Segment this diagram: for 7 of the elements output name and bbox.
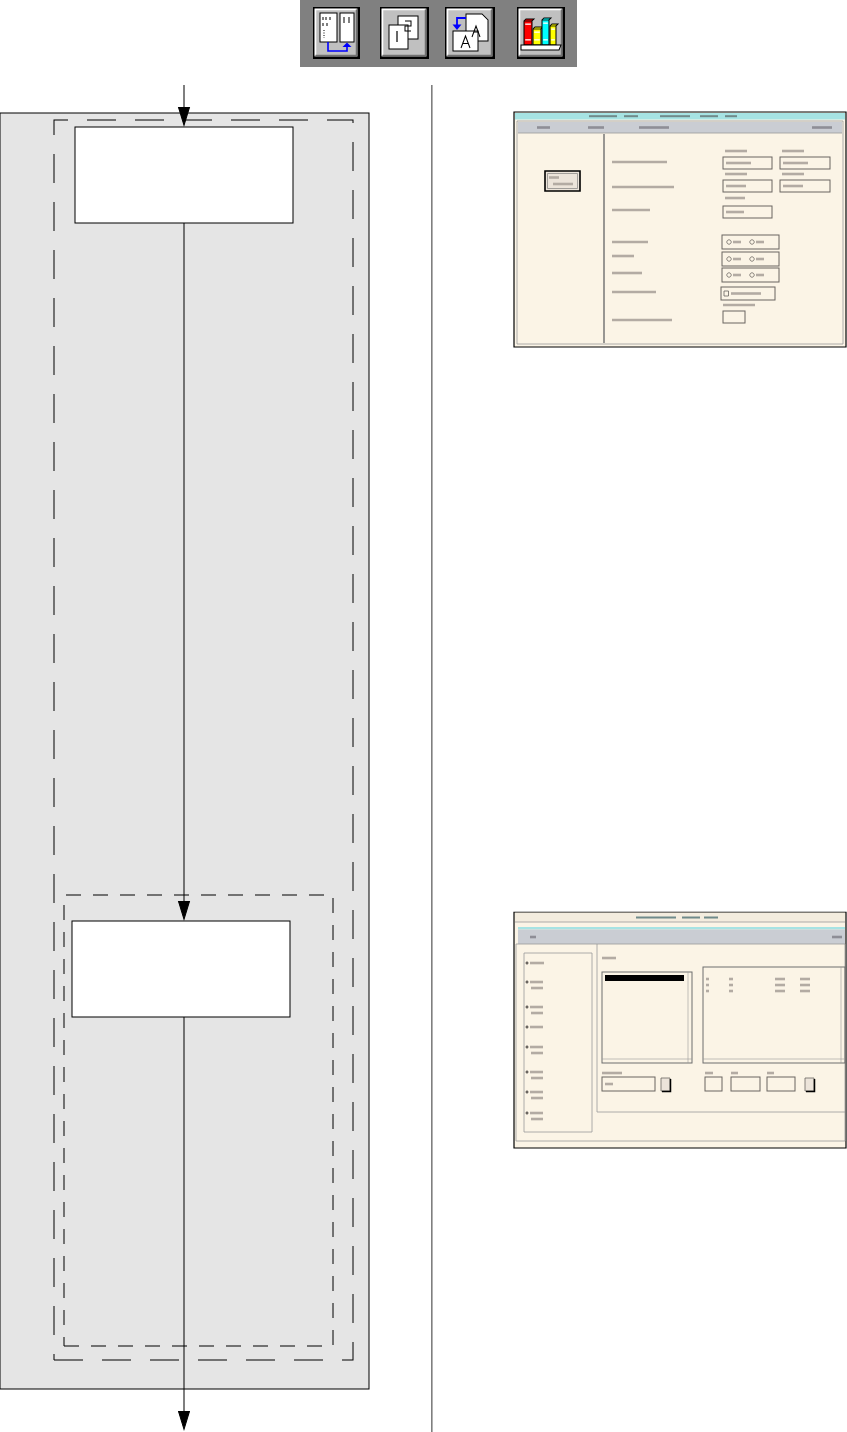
arrow: [178, 222, 190, 920]
process-box: [71, 920, 291, 1018]
dashed-frame: [53, 119, 354, 1361]
arrow: [178, 84, 190, 126]
dashed-frame: [63, 894, 334, 1347]
arrow: [178, 1016, 190, 1430]
process-box: [74, 126, 294, 224]
